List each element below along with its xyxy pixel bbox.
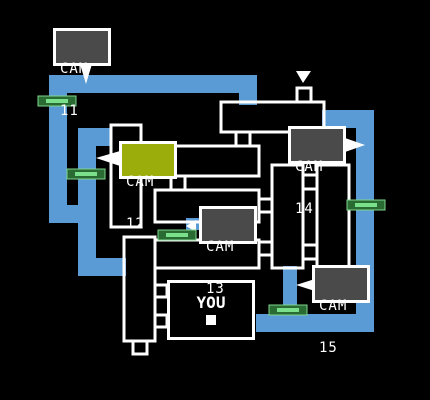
cam-11-button[interactable]: CAM 11 [53,28,111,118]
cam-12-number: 12 [126,216,145,232]
cam-11-label: CAM [60,61,89,77]
triangle-down-icon [296,71,311,83]
cam-14-label: CAM [295,159,324,175]
cam-12-label: CAM [126,174,155,190]
vent-light-icon [37,95,77,107]
cam-13-number: 13 [206,281,225,297]
cam-14-number: 14 [295,201,314,217]
cam-13-button[interactable]: CAM 13 [199,206,257,296]
vent-light-icon [268,304,308,316]
player-marker-icon [206,315,216,325]
cam-15-label: CAM [319,298,348,314]
vent-lights [37,95,386,316]
player-label: YOU [196,293,226,312]
cam-15-number: 15 [319,340,338,356]
cam-11-number: 11 [60,103,79,119]
cam-13-label: CAM [206,239,235,255]
vent-light-icon [157,229,197,241]
cam-14-button[interactable]: CAM 14 [288,126,346,216]
cam-12-button[interactable]: CAM 12 [119,141,177,231]
vent-light-icon [66,168,106,180]
vent-light-icon [346,199,386,211]
cam-15-button[interactable]: CAM 15 [312,265,370,355]
player-office: YOU [167,280,255,340]
